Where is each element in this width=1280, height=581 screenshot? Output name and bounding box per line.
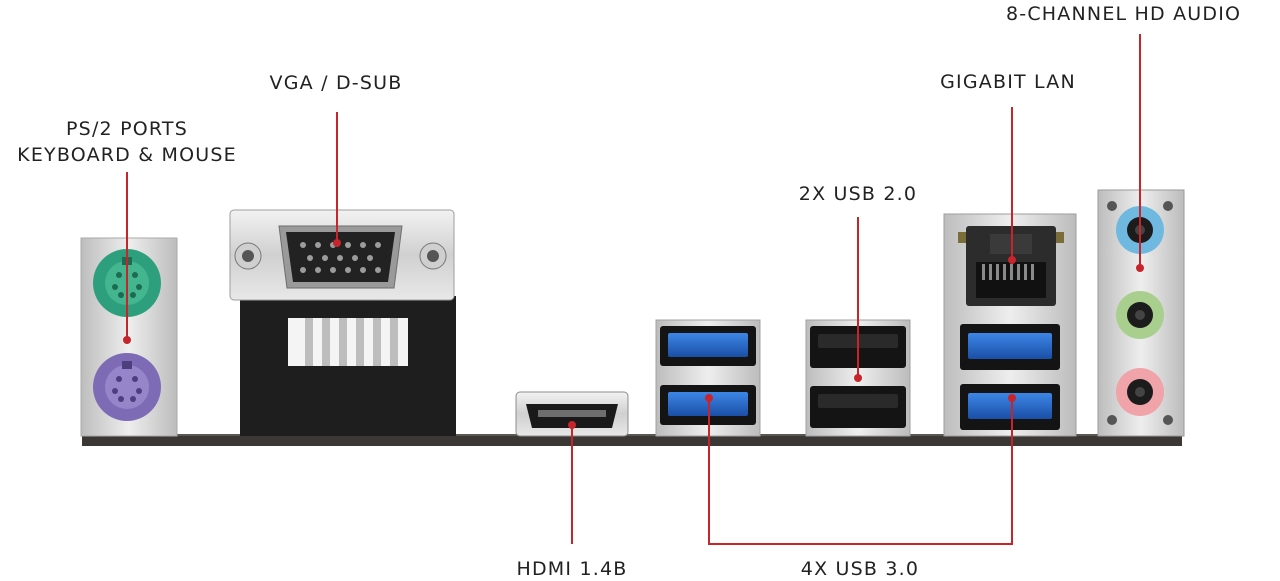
vga-label: VGA / D-SUB bbox=[269, 72, 403, 94]
hdmi-label: HDMI 1.4B bbox=[516, 558, 628, 580]
ps2-label-line2: KEYBOARD & MOUSE bbox=[17, 144, 237, 166]
usb3-leader-line bbox=[708, 398, 1013, 545]
hdmi-port bbox=[515, 391, 629, 437]
lan-label: GIGABIT LAN bbox=[940, 71, 1076, 93]
usb3-stack-left bbox=[655, 319, 761, 437]
vga-port bbox=[229, 209, 456, 436]
ps2-label-line1: PS/2 PORTS bbox=[66, 118, 188, 140]
ps2-ports bbox=[80, 237, 178, 437]
usb3-label: 4X USB 3.0 bbox=[800, 558, 920, 580]
lan-usb3-stack bbox=[943, 213, 1077, 437]
audio-label: 8-CHANNEL HD AUDIO bbox=[1006, 3, 1242, 25]
usb2-label: 2X USB 2.0 bbox=[798, 183, 918, 205]
io-bar bbox=[82, 434, 1182, 446]
leader-lines bbox=[126, 34, 1141, 545]
